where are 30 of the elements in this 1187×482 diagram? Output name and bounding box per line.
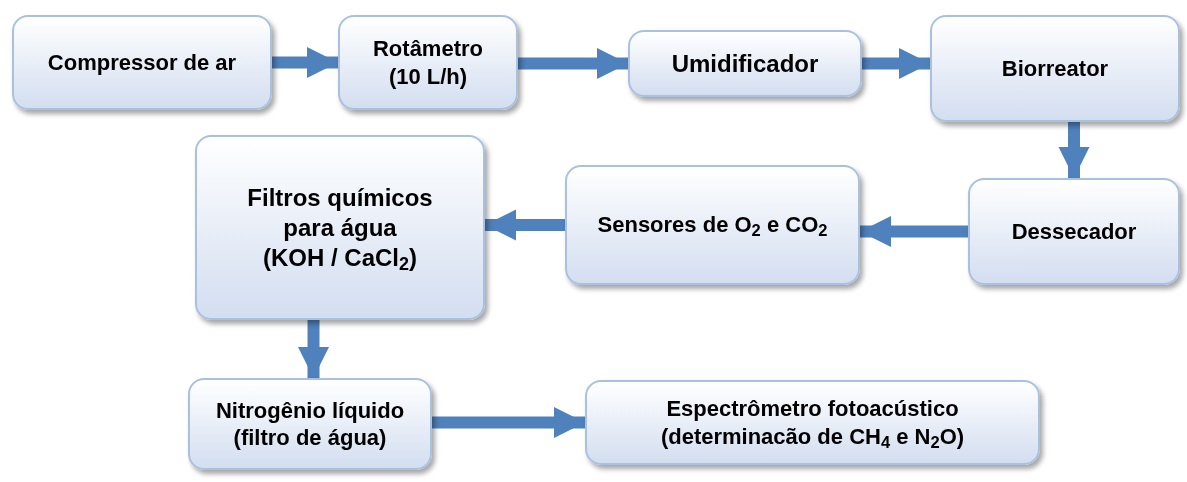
- process-box: [565, 165, 860, 285]
- box-label: Sensores de O$_{2}$ e CO$_{2}$: [597, 211, 828, 239]
- box-label: Filtros químicos para água: [246, 182, 434, 243]
- process-box: [585, 380, 1040, 465]
- arrow: [518, 47, 628, 80]
- box-label: (filtro de água): [233, 424, 387, 452]
- process-box: [930, 15, 1180, 122]
- arrow: [297, 320, 330, 378]
- process-box: [12, 15, 272, 110]
- process-box: [628, 30, 862, 97]
- box-label: (KOH / CaCl$_{2}$): [263, 242, 417, 273]
- box-label: (10 L/h): [388, 62, 468, 90]
- process-box: [968, 178, 1180, 285]
- box-label: Nitrogênio líquido: [215, 396, 405, 424]
- arrow: [485, 209, 565, 241]
- box-label: Biorreator: [1001, 54, 1109, 83]
- arrow: [1058, 122, 1090, 178]
- box-label: Rotâmetro: [373, 35, 483, 63]
- arrow: [860, 215, 968, 248]
- box-label: (determinacão de CH$_{4}$ e N$_{2}$O): [660, 422, 965, 450]
- box-label: Dessecador: [1011, 217, 1137, 246]
- arrow: [432, 406, 585, 439]
- box-label: Compressor de ar: [47, 48, 237, 77]
- box-label: Umidificador: [671, 48, 819, 79]
- process-box: [188, 378, 432, 470]
- box-label: Espectrômetro fotoacústico: [666, 395, 959, 423]
- process-box: [195, 135, 485, 320]
- arrow: [862, 47, 930, 80]
- arrow: [272, 46, 338, 79]
- process-box: [338, 15, 518, 110]
